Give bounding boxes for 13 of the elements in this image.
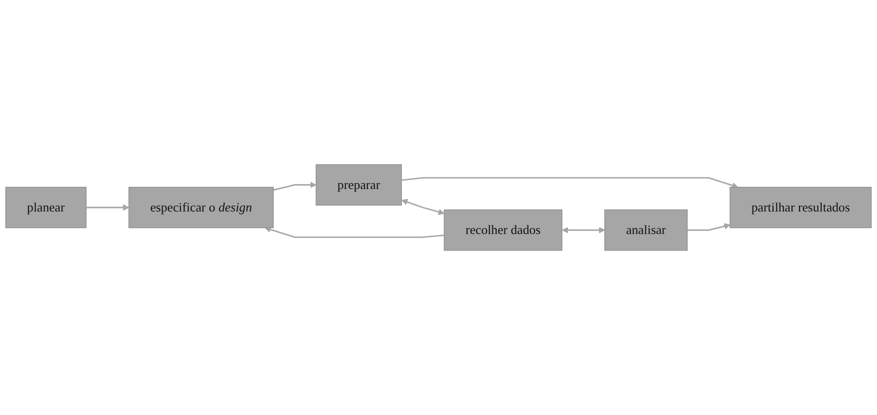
node-box: preparar: [316, 164, 402, 206]
node-box: partilhar resultados: [730, 186, 872, 228]
node-box: analisar: [604, 209, 688, 251]
node-box: planear: [5, 186, 86, 228]
node-box: especificar o design: [128, 186, 274, 228]
arrow: [273, 182, 316, 191]
arrow: [401, 198, 444, 215]
arrow: [562, 226, 605, 234]
arrow: [86, 204, 130, 211]
arrow: [401, 177, 738, 188]
node-box: recolher dados: [444, 209, 562, 251]
arrow: [687, 223, 730, 231]
arrow: [264, 226, 444, 238]
